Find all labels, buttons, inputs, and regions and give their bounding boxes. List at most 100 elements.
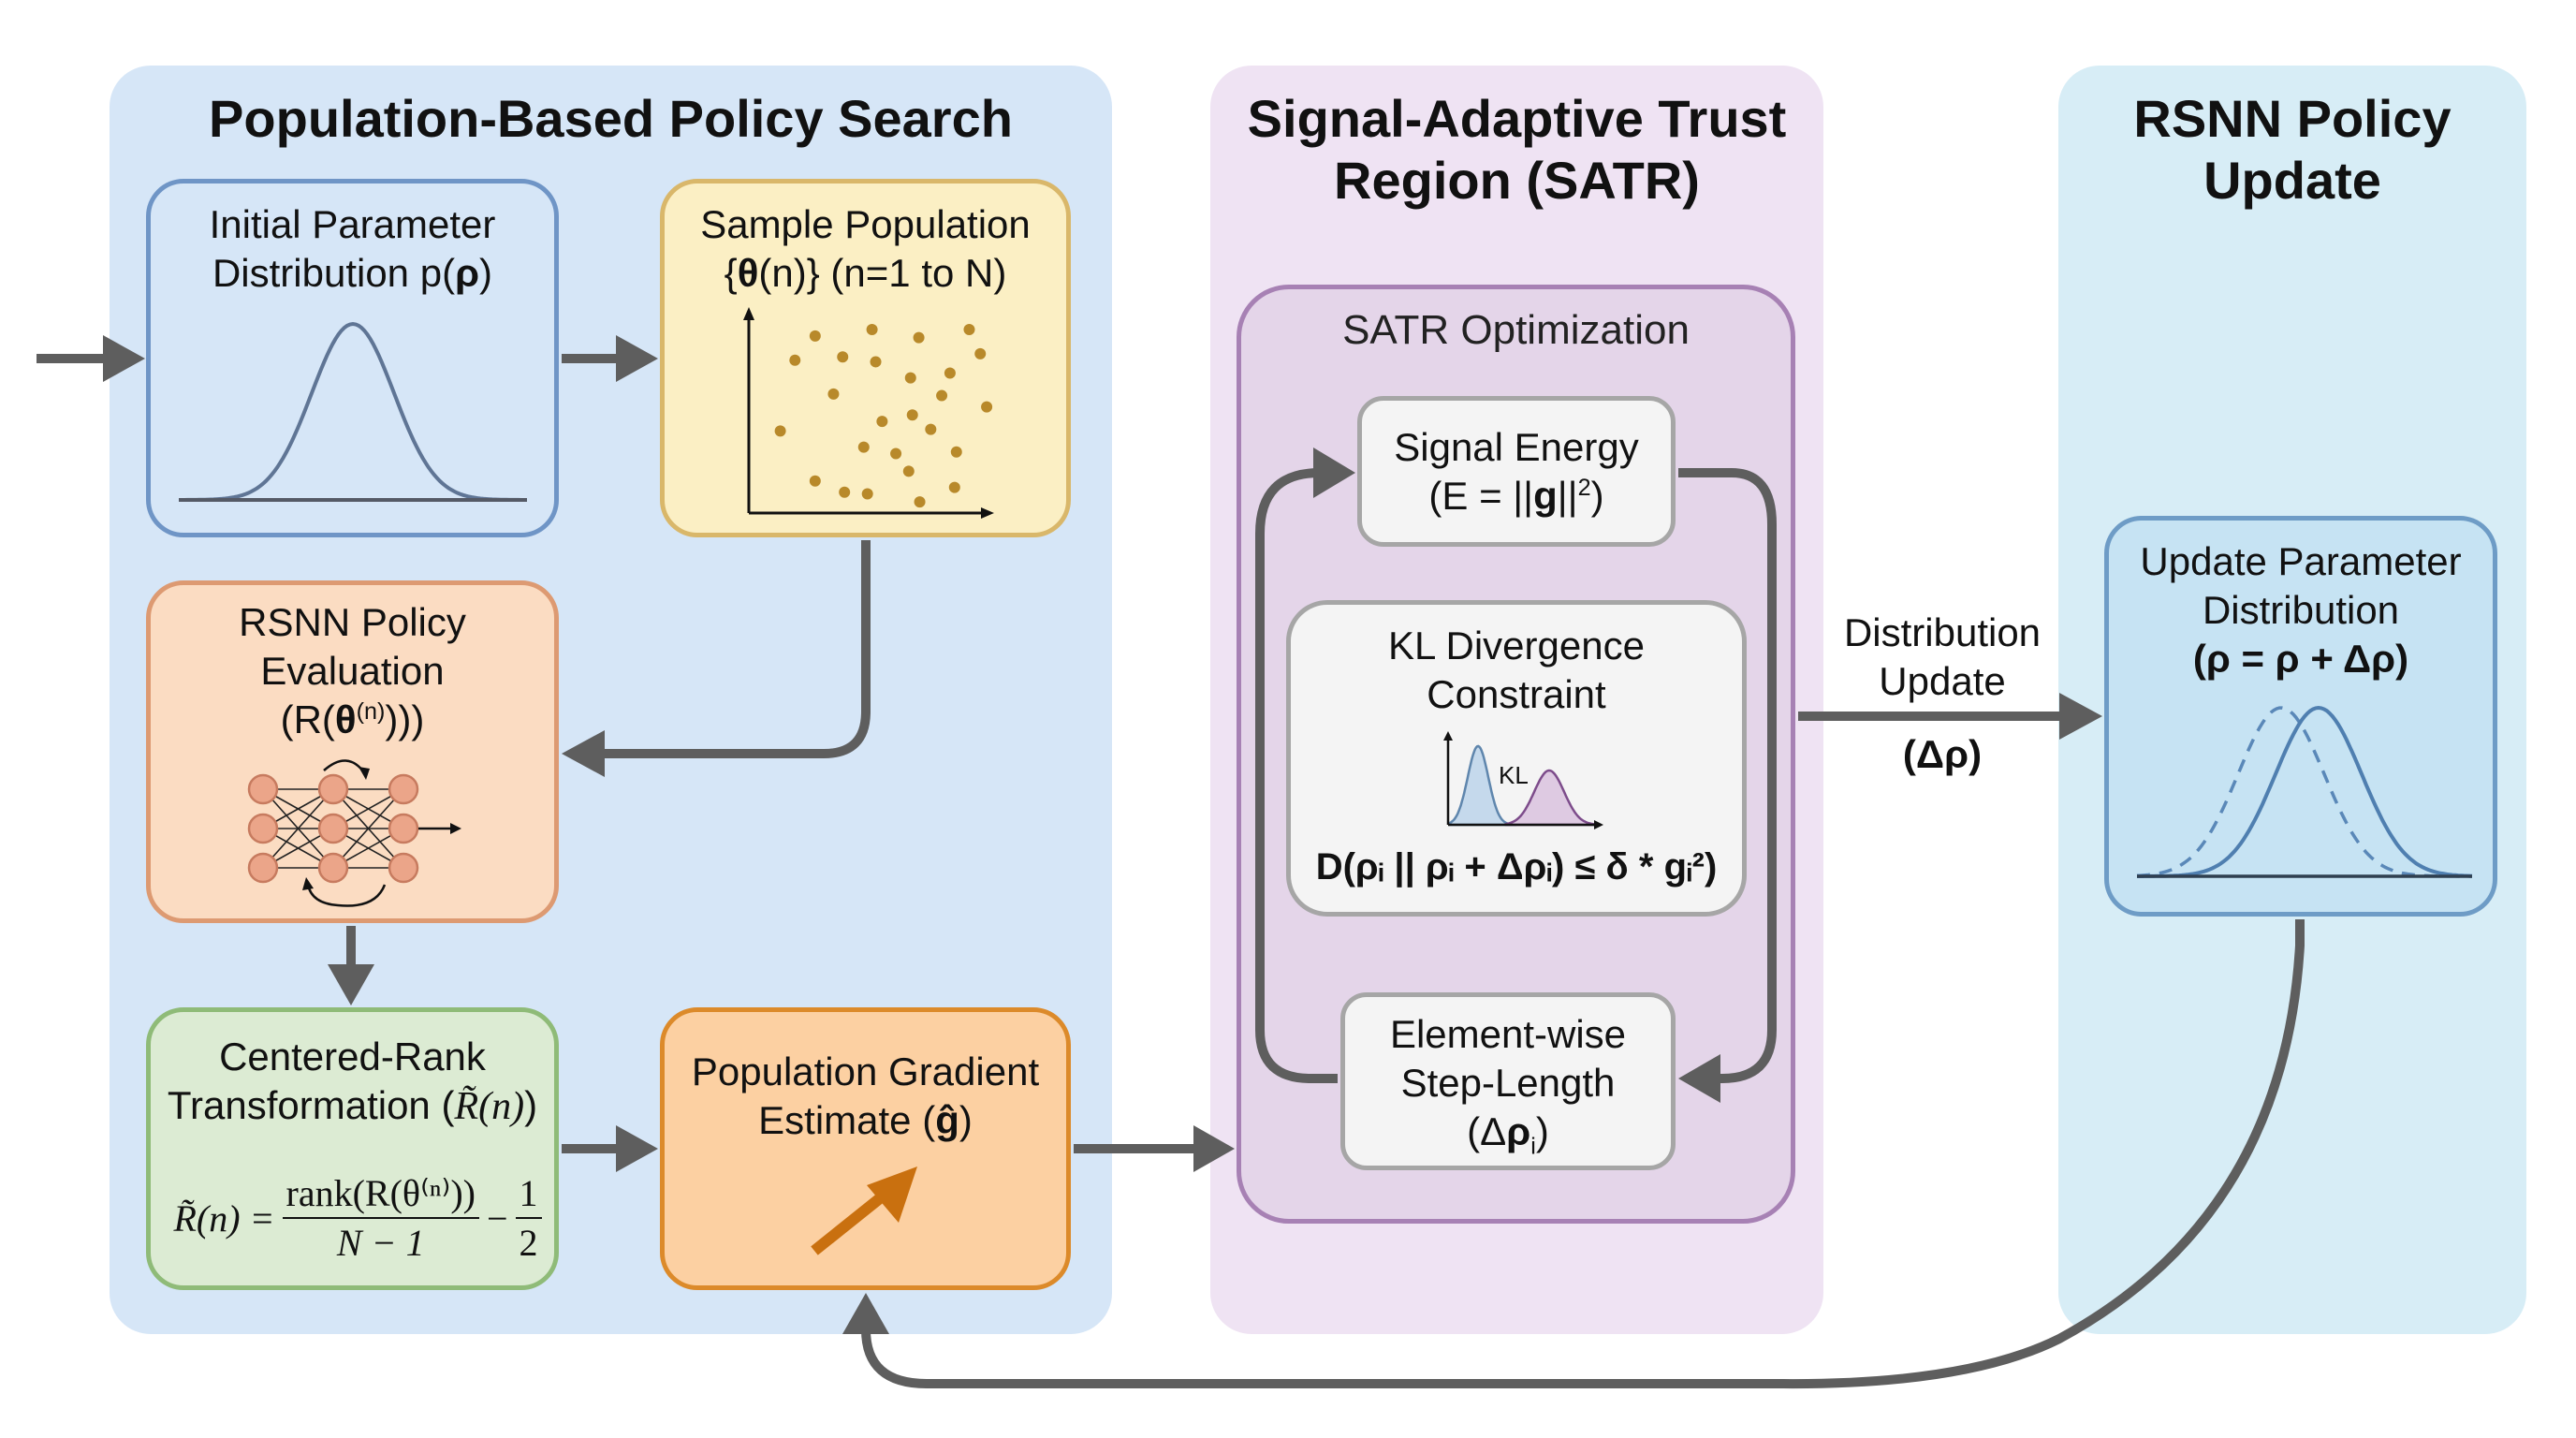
panel-title-satr: Signal-Adaptive Trust Region (SATR) — [1210, 88, 1823, 212]
arrowhead-eval-to-rank — [328, 964, 374, 1005]
arrowhead-sample-to-eval — [562, 730, 605, 777]
sample-dot — [950, 446, 962, 458]
rho-symbol: ρ — [455, 251, 480, 295]
step-length-box[interactable]: Element-wise Step-Length (Δρi) — [1340, 992, 1676, 1170]
initial-distribution-box[interactable]: Initial Parameter Distribution p(ρ) — [146, 179, 559, 537]
network-neuron — [317, 852, 349, 884]
shifted-gaussian-icon — [2136, 705, 2473, 878]
sample-dot — [963, 324, 975, 336]
sample-population-box[interactable]: Sample Population {θ(n)} (n=1 to N) — [660, 179, 1071, 537]
text-fragment: (n)} (n=1 to N) — [758, 251, 1007, 295]
kl-constraint-box[interactable]: KL Divergence Constraint KL D(ρᵢ || ρᵢ +… — [1286, 600, 1747, 917]
sample-dot — [925, 423, 937, 435]
sample-dot — [809, 475, 821, 487]
update-distribution-line3: (ρ = ρ + Δρ) — [2192, 637, 2409, 681]
gradient-estimate-label: Population Gradient Estimate (ĝ) — [665, 1048, 1066, 1145]
gradient-estimate-box[interactable]: Population Gradient Estimate (ĝ) — [660, 1007, 1071, 1290]
panel-title-population-search: Population-Based Policy Search — [209, 89, 1013, 148]
initial-distribution-label: Initial Parameter Distribution p(ρ) — [151, 200, 554, 298]
sample-dot — [936, 389, 948, 402]
step-length-line2: Step-Length — [1400, 1061, 1616, 1105]
update-distribution-box[interactable]: Update Parameter Distribution (ρ = ρ + Δ… — [2104, 516, 2497, 917]
kl-distribution-q — [1504, 769, 1596, 827]
sample-dot — [974, 347, 987, 360]
sample-dot — [890, 448, 902, 460]
sample-dot — [904, 372, 916, 384]
panel-title-policy-update-line2: Update — [2203, 151, 2381, 210]
network-connection — [332, 788, 404, 869]
centered-rank-box[interactable]: Centered-Rank Transformation (R̃(n)) R̃(… — [146, 1007, 559, 1290]
sample-dot — [870, 356, 882, 368]
sample-dot — [774, 425, 786, 437]
initial-distribution-line1: Initial Parameter — [209, 202, 496, 246]
text-fragment: ))) — [385, 697, 425, 741]
text-fragment: ) — [959, 1098, 973, 1142]
update-distribution-label: Update Parameter Distribution (ρ = ρ + Δ… — [2109, 537, 2493, 683]
sample-dot — [913, 331, 925, 344]
network-neuron — [247, 773, 279, 805]
text-fragment: (Δ — [1467, 1109, 1507, 1153]
signal-energy-label: Signal Energy (E = ||g||2) — [1362, 423, 1671, 521]
sample-dot — [876, 416, 888, 428]
text-fragment: Transformation ( — [167, 1083, 455, 1127]
centered-rank-line1: Centered-Rank — [219, 1034, 486, 1078]
panel-title-satr-line2: Region (SATR) — [1334, 151, 1700, 210]
rsnn-evaluation-line3: (R(θ(n)))) — [151, 696, 554, 744]
rsnn-evaluation-box[interactable]: RSNN Policy Evaluation (R(θ(n)))) — [146, 580, 559, 923]
kl-constraint-formula: D(ρᵢ || ρᵢ + Δρᵢ) ≤ δ * gᵢ²) — [1315, 846, 1718, 888]
theta-symbol: θ — [737, 251, 759, 295]
distribution-update-symbol: (Δρ) — [1902, 732, 1983, 776]
formula-half: 1 2 — [515, 1171, 542, 1265]
network-neuron — [388, 773, 419, 805]
sample-population-line2: {θ(n)} (n=1 to N) — [665, 249, 1066, 298]
sample-dot — [902, 465, 915, 477]
text-fragment: (E = || — [1428, 474, 1534, 518]
old-distribution-dashed — [2136, 706, 2472, 878]
sample-population-line1: Sample Population — [700, 202, 1031, 246]
formula-fraction: rank(R(θ⁽ⁿ⁾)) N − 1 — [282, 1171, 479, 1265]
sample-dot — [789, 354, 801, 366]
sample-dot — [809, 330, 821, 342]
text-fragment: { — [724, 251, 738, 295]
recurrent-loop-bottom — [306, 884, 387, 907]
update-distribution-line1: Update Parameter — [2140, 539, 2462, 583]
arrow-sample-to-eval — [599, 540, 871, 758]
sample-dot — [861, 488, 873, 500]
network-neuron — [317, 813, 349, 844]
theta-symbol: θ — [334, 697, 357, 741]
rsnn-evaluation-line2: Evaluation — [260, 649, 445, 693]
arrowhead-feedback-to-grad — [842, 1293, 889, 1334]
rsnn-evaluation-label: RSNN Policy Evaluation (R(θ(n)))) — [151, 598, 554, 744]
gaussian-curve — [179, 321, 527, 502]
arrow-energy-to-step — [1678, 468, 1777, 1083]
rho-symbol: ρ — [1506, 1109, 1531, 1153]
formula-lhs: R̃(n) = — [173, 1196, 275, 1240]
gradient-estimate-line1: Population Gradient — [691, 1049, 1040, 1093]
formula-half-numerator: 1 — [515, 1171, 542, 1219]
text-fragment: ) — [1535, 1109, 1549, 1153]
sample-dot — [944, 367, 956, 379]
sample-dot — [857, 441, 870, 453]
text-fragment: Distribution p( — [212, 251, 456, 295]
signal-energy-box[interactable]: Signal Energy (E = ||g||2) — [1357, 396, 1676, 547]
network-neuron — [247, 813, 279, 844]
recurrent-loop-bottom-head — [302, 877, 314, 890]
network-output-arrowhead — [450, 823, 461, 834]
formula-minus: − — [486, 1196, 508, 1240]
network-neuron — [388, 813, 419, 844]
subscript-i: i — [1530, 1133, 1536, 1160]
sample-dot — [981, 401, 993, 413]
rank-symbol: R̃(n) — [454, 1085, 525, 1128]
satr-optimization-title: SATR Optimization — [1342, 307, 1690, 353]
superscript-n: (n) — [356, 698, 386, 725]
kl-constraint-label: KL Divergence Constraint — [1291, 622, 1742, 719]
text-fragment: ) — [1590, 474, 1604, 518]
g-symbol: g — [1533, 474, 1558, 518]
formula-half-denominator: 2 — [519, 1222, 538, 1264]
scatter-y-arrowhead — [743, 307, 754, 320]
panel-title-policy-update: RSNN Policy Update — [2058, 88, 2526, 212]
kl-distributions-icon: KL — [1443, 731, 1603, 829]
text-fragment: (R( — [280, 697, 335, 741]
arrowhead-energy-to-step — [1678, 1054, 1720, 1103]
initial-distribution-line2: Distribution p(ρ) — [151, 249, 554, 298]
